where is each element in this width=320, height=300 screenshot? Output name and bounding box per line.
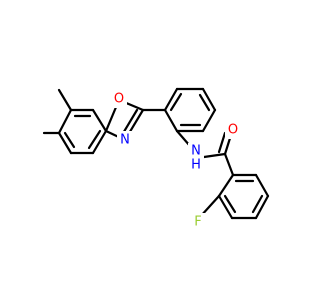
bond-methyl-top	[57, 88, 73, 112]
atom-bg-carbonyl-o	[225, 121, 241, 139]
bond-fbenzo-2-inner	[223, 194, 237, 214]
bond-benzo-5	[57, 131, 73, 155]
atom-carbonyl-o: O	[228, 123, 238, 138]
bond-phenyl-6	[163, 108, 179, 133]
atom-amide-h: H	[191, 158, 201, 173]
molecule-diagram: O N N H O F	[42, 87, 270, 231]
bond-benzo-2	[91, 108, 108, 133]
bond-carbonyl-o-double	[217, 131, 227, 154]
bond-benzo-5-inner	[63, 131, 76, 149]
bond-benzo-3-inner	[87, 129, 102, 150]
atom-labels: O N N H O F	[111, 90, 241, 231]
atom-bg-oxazole-n	[117, 131, 133, 149]
bond-phenyl-4	[201, 108, 217, 133]
bond-phenyl-1	[163, 87, 179, 112]
atom-bg-amide-nh	[188, 143, 204, 173]
bond-fbenzo-4	[254, 194, 270, 220]
atom-amide-n: N	[191, 144, 201, 159]
bond-fbenzo-2	[217, 194, 234, 220]
bond-phenyl-3	[201, 87, 217, 112]
atom-oxazole-n: N	[120, 133, 130, 148]
bond-phenyl-nh	[175, 129, 192, 148]
atom-bg-oxazole-o	[111, 90, 127, 108]
bond-nh-carbonyl	[202, 152, 227, 159]
atom-oxazole-o: O	[114, 92, 124, 107]
bond-phenyl-1-inner	[169, 92, 183, 112]
bond-carbonyl-benzoyl	[223, 152, 235, 177]
bond-fbenzo-4-inner	[251, 194, 264, 214]
atom-bg-fluorine	[190, 213, 206, 231]
bond-oxazole-c2-n-inner	[120, 108, 139, 137]
bond-benzo-3	[91, 129, 108, 155]
bond-phenyl-3-inner	[198, 93, 211, 112]
atom-fluorine: F	[194, 215, 201, 230]
bond-fbenzo-5	[254, 173, 270, 198]
bond-fbenzo-1	[217, 173, 235, 198]
structure-svg: O N N H O F	[42, 87, 270, 231]
bonds	[42, 87, 270, 220]
bond-benzo-6	[57, 108, 73, 135]
